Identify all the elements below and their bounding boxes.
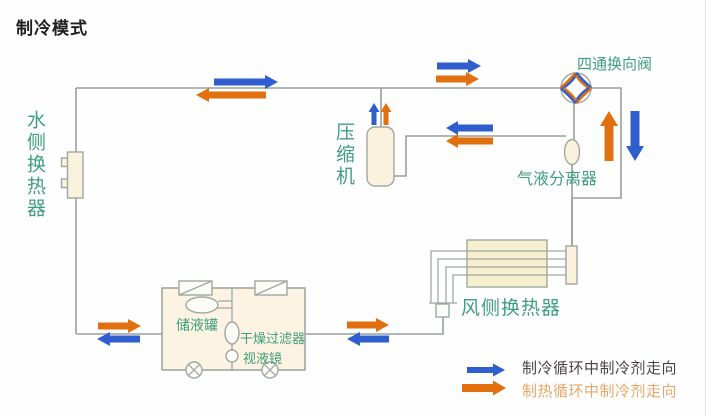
sight-glass-symbol — [225, 349, 239, 363]
heating-flow-arrow — [196, 88, 266, 102]
heating-flow-arrow — [600, 111, 618, 161]
legend-heating-arrow — [462, 380, 506, 396]
expansion-valve-symbol — [261, 361, 279, 379]
cooling-flow-arrow — [347, 332, 389, 346]
heating-flow-arrow — [347, 318, 389, 332]
receiver-filter-block — [161, 280, 306, 379]
heating-flow-arrow — [446, 134, 493, 148]
legend-heating-label: 制热循环中制冷剂走向 — [522, 382, 678, 400]
legend-cooling-label: 制冷循环中制冷剂走向 — [522, 359, 678, 377]
air-side-heat-exchanger-symbol — [429, 239, 578, 318]
cooling-flow-arrow — [214, 75, 278, 89]
check-valve-symbol — [178, 280, 213, 296]
four-way-valve-symbol — [560, 72, 592, 104]
compressor-label: 压缩机 — [333, 122, 355, 188]
check-valve-symbol — [254, 280, 288, 296]
expansion-valve-symbol — [185, 361, 203, 379]
cooling-flow-arrow — [446, 121, 493, 135]
page-title: 制冷模式 — [16, 19, 88, 39]
four-way-valve-label: 四通换向阀 — [577, 55, 653, 73]
receiver-symbol — [185, 296, 219, 314]
compressor-symbol — [366, 126, 395, 187]
pipes — [75, 87, 622, 335]
sight-glass-label: 视液镜 — [243, 352, 283, 367]
water-side-heat-exchanger-label: 水侧换热器 — [24, 110, 46, 220]
distributor-symbol — [435, 303, 450, 318]
cooling-flow-arrow — [437, 59, 481, 73]
cooling-flow-arrow — [97, 332, 140, 346]
flow-arrows — [97, 59, 644, 396]
water-side-heat-exchanger-symbol — [60, 151, 84, 199]
heating-flow-arrow — [380, 103, 392, 125]
dryer-filter-label: 干燥过滤器 — [240, 332, 306, 347]
dryer-filter-symbol — [224, 321, 240, 345]
air-side-heat-exchanger-label: 风侧换热器 — [461, 297, 562, 319]
page-edge-divider — [705, 0, 706, 416]
heating-flow-arrow — [436, 72, 479, 86]
cooling-flow-arrow — [626, 111, 644, 161]
legend-cooling-arrow — [467, 363, 505, 377]
heating-flow-arrow — [98, 319, 141, 333]
receiver-label: 储液罐 — [176, 318, 218, 334]
gas-liquid-separator-symbol — [563, 138, 581, 166]
cooling-flow-arrow — [368, 103, 380, 125]
gas-liquid-separator-label: 气液分离器 — [517, 169, 598, 188]
